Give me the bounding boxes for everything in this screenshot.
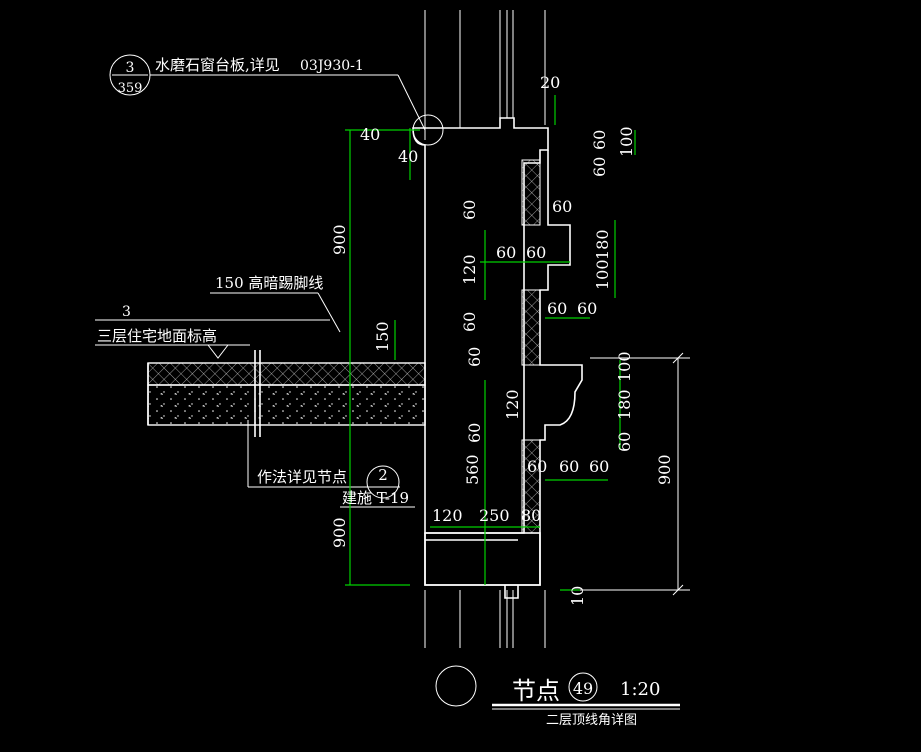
dim-20: 20 [540,73,560,92]
top-ref-sheet: 359 [118,81,143,96]
overall-dimension [580,352,690,596]
skirting-label: 150 高暗踢脚线 [215,274,323,292]
north-circle [435,665,477,707]
dim-100-r1: 100 [617,126,636,157]
dim-150: 150 [373,321,392,352]
dim-180-r2: 180 [615,389,634,420]
dim-60-h: 60 [465,347,484,367]
dim-100-r3: 100 [615,351,634,382]
dim-60-k: 60 [559,457,579,476]
ref-bubble-detail [366,465,400,499]
leader-lines [95,74,444,508]
dim-120-b: 120 [503,389,522,420]
dim-900-bot: 900 [330,517,349,548]
title-scale: 1:20 [620,679,660,700]
detail-ref-num: 2 [378,466,388,484]
dim-60-j: 60 [527,457,547,476]
dim-40b: 40 [398,147,418,166]
dim-60-i: 60 [465,423,484,443]
detail-ref-sheet: 建施 T-19 [342,489,409,507]
dim-100-r2: 100 [593,259,612,290]
dim-60-f: 60 [547,299,567,318]
detail-ref-text: 作法详见节点 [257,468,347,486]
title-subtitle: 二层顶线角详图 [546,713,637,728]
dim-60-l: 60 [589,457,609,476]
window-frame-lines [424,10,546,648]
node-number-circle [568,672,598,702]
dim-60-r3: 60 [615,432,634,452]
floor-level-num: 3 [122,304,131,320]
dim-60-a: 60 [460,200,479,220]
dim-80: 80 [521,506,541,525]
wall-section [412,117,583,599]
dim-60-r2: 60 [590,157,609,177]
dim-60-g: 60 [577,299,597,318]
dim-560: 560 [463,454,482,485]
top-ref-code: 03J930-1 [300,58,364,74]
title-label: 节点 [512,677,560,705]
dimension-lines [345,95,636,591]
dim-60-e: 60 [460,312,479,332]
dim-60-d: 60 [552,197,572,216]
dim-10: 10 [568,586,587,606]
dim-900-right: 900 [655,454,674,485]
title-number: 49 [573,679,593,698]
floor-level-text: 三层住宅地面标高 [97,327,217,345]
floor-slab [147,350,426,437]
dim-900-top: 900 [330,224,349,255]
dim-60-r1: 60 [590,130,609,150]
top-ref-num: 3 [126,60,135,76]
dim-60-c: 60 [526,243,546,262]
dim-120-a: 120 [460,254,479,285]
dim-40a: 40 [360,125,380,144]
top-ref-text: 水磨石窗台板,详见 [155,56,280,74]
dim-120-bot: 120 [432,506,463,525]
dim-180-r: 180 [593,229,612,260]
ref-bubble-top [109,54,151,96]
dim-60-b: 60 [496,243,516,262]
dim-250: 250 [479,506,510,525]
